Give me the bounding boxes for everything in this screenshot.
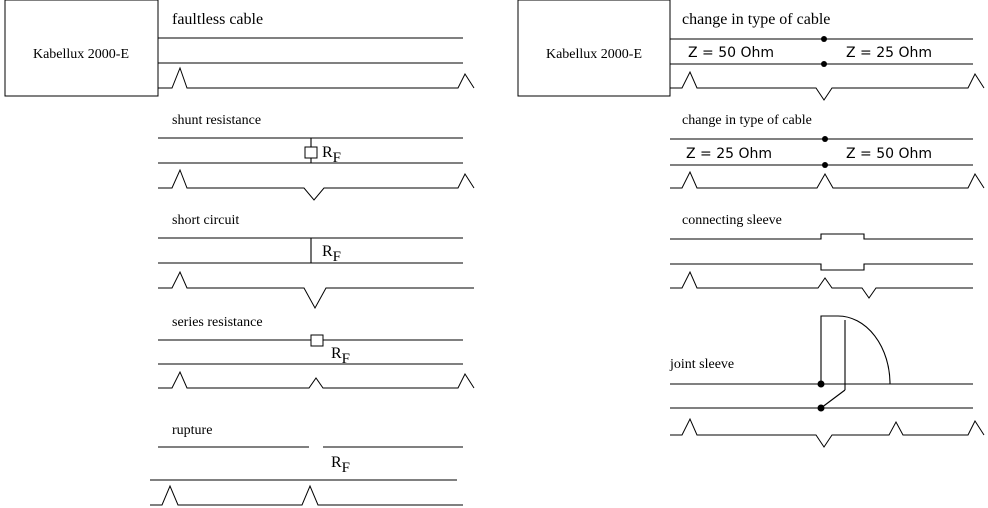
impedance-right: Z = 25 Ohm [846, 45, 932, 61]
junction-dot [817, 404, 825, 412]
joint-sleeve-section: joint sleeve [669, 315, 985, 448]
rupture-title: rupture [172, 423, 212, 438]
junction-dot [822, 136, 828, 142]
device-box-left [4, 0, 159, 97]
device-label-right: Kabellux 2000-E [546, 47, 642, 62]
connecting-sleeve-title: connecting sleeve [682, 213, 782, 228]
series-resistor [310, 334, 324, 347]
faultless-cable-section: faultless cable [158, 11, 475, 89]
resistor-label: RF [322, 144, 341, 166]
reflection-trace [158, 168, 475, 201]
shunt-resistor [304, 146, 318, 159]
impedance-left: Z = 25 Ohm [686, 146, 772, 162]
change-cable-type-title-1: change in type of cable [682, 11, 830, 28]
reflection-trace [670, 417, 985, 448]
series-resistance-section: series resistance RF [158, 315, 475, 389]
change-cable-type-section-1: change in type of cable Z = 50 Ohm Z = 2… [670, 11, 985, 101]
reflection-trace [150, 484, 463, 506]
shunt-resistance-title: shunt resistance [172, 113, 261, 128]
conductor-bottom [670, 263, 973, 271]
connecting-sleeve-section: connecting sleeve [670, 213, 973, 299]
junction-dot [821, 36, 827, 42]
short-circuit-title: short circuit [172, 213, 239, 228]
sleeve-cross-link [820, 389, 846, 409]
shunt-resistance-section: shunt resistance RF [158, 113, 475, 201]
series-resistance-title: series resistance [172, 315, 263, 330]
rupture-section: rupture RF [150, 423, 463, 506]
reflection-trace [158, 270, 474, 310]
resistor-label: RF [331, 454, 350, 476]
reflection-trace [670, 270, 973, 299]
impedance-right: Z = 50 Ohm [846, 146, 932, 162]
reflection-trace [158, 370, 475, 389]
change-cable-type-section-2: change in type of cable Z = 25 Ohm Z = 5… [670, 113, 985, 189]
faultless-cable-title: faultless cable [172, 11, 263, 28]
change-cable-type-title-2: change in type of cable [682, 113, 812, 128]
reflection-trace [670, 70, 985, 101]
junction-dot [821, 61, 827, 67]
device-box-right [517, 0, 671, 97]
reflection-trace [670, 170, 985, 189]
junction-dot [817, 380, 825, 388]
resistor-label: RF [322, 243, 341, 265]
device-label-left: Kabellux 2000-E [33, 47, 129, 62]
joint-sleeve-title: joint sleeve [669, 357, 734, 372]
reflection-trace [158, 66, 475, 89]
sleeve-housing [820, 315, 891, 385]
conductor-top [670, 233, 973, 240]
short-circuit-section: short circuit RF [158, 213, 474, 310]
impedance-left: Z = 50 Ohm [688, 45, 774, 61]
junction-dot [822, 162, 828, 168]
resistor-label: RF [331, 345, 350, 367]
